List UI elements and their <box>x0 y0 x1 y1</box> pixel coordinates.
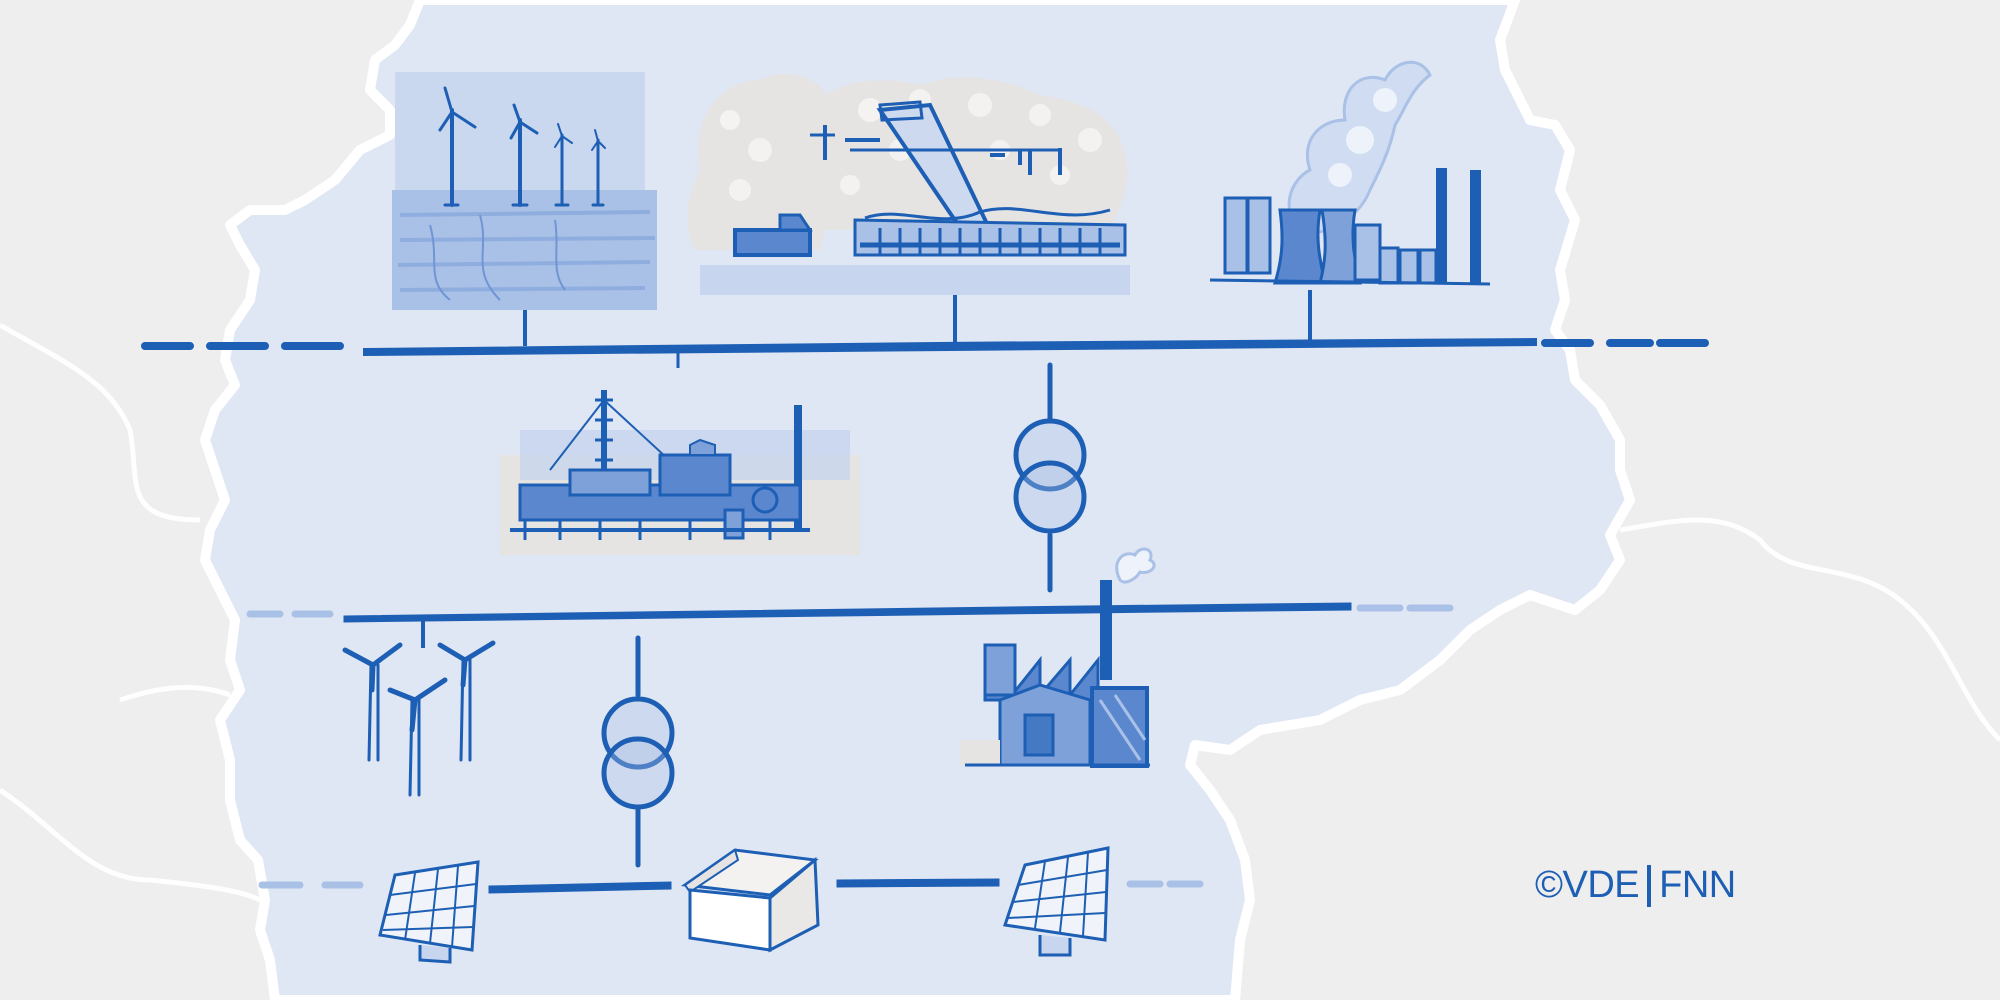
offshore-wind-farm-icon <box>392 72 657 310</box>
copyright-suffix: FNN <box>1659 863 1736 906</box>
thermal-power-plant-icon <box>1209 60 1491 286</box>
transformer-icon <box>1013 362 1087 593</box>
copyright-separator <box>1647 865 1652 907</box>
line-main-top <box>363 337 1537 357</box>
transmission-line-middle <box>246 602 1454 648</box>
industrial-plant-icon <box>500 390 860 555</box>
border-line-east <box>1619 517 2000 742</box>
line-dashes-bottom <box>258 880 1204 889</box>
line-dashes-middle <box>246 604 1454 618</box>
solar-panel-icon <box>1003 846 1110 957</box>
transmission-line-top <box>141 290 1709 368</box>
transformer-icon <box>601 635 675 868</box>
house-icon <box>680 848 820 953</box>
border-line-southwest <box>0 787 262 903</box>
line-main-middle <box>343 602 1352 623</box>
border-line-west-inner <box>119 684 231 703</box>
line-dashes-top <box>141 339 1709 350</box>
border-line-west <box>0 322 201 523</box>
pumped-storage-plant-icon <box>687 74 1130 295</box>
distribution-line-bottom <box>258 878 1204 894</box>
neighbour-borders <box>0 322 2000 903</box>
connectors-top <box>523 290 1312 346</box>
copyright-label: ©VDE FNN <box>1535 860 1736 910</box>
factory-icon <box>960 547 1156 768</box>
copyright-prefix: ©VDE <box>1535 863 1640 906</box>
line-main-bottom <box>488 878 1000 894</box>
wind-turbines-icon <box>342 640 496 797</box>
solar-panel-icon <box>378 860 480 964</box>
